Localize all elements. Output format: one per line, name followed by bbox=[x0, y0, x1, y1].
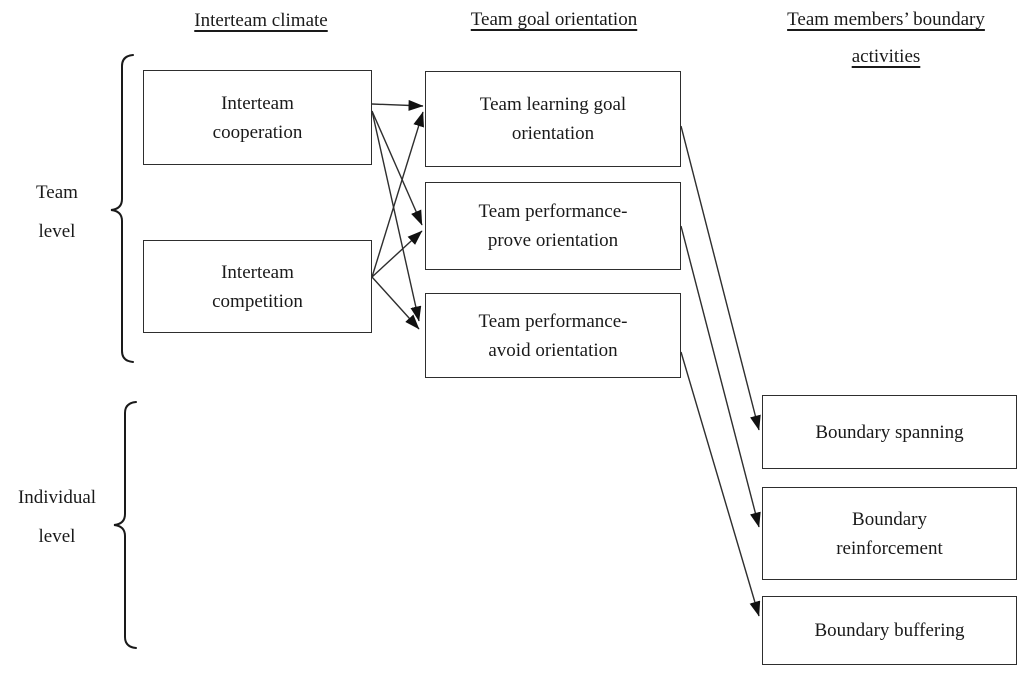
edge-interteam-cooperation-to-team-learning-goal-orientation bbox=[371, 99, 424, 111]
column-header-team-goal-orientation: Team goal orientation bbox=[470, 9, 638, 30]
edge-group bbox=[371, 99, 761, 617]
column-header-interteam-climate: Interteam climate bbox=[194, 10, 328, 31]
edge-interteam-competition-to-team-performance-avoid-orientation bbox=[371, 276, 420, 330]
team-level-brace-icon bbox=[110, 54, 134, 363]
edge-team-performance-avoid-orientation-to-boundary-buffering bbox=[680, 351, 761, 617]
individual-level-brace-icon bbox=[113, 401, 137, 649]
node-team-performance-avoid-orientation: Team performance- avoid orientation bbox=[425, 293, 681, 378]
node-boundary-reinforcement: Boundary reinforcement bbox=[762, 487, 1017, 580]
edge-interteam-competition-to-team-performance-prove-orientation bbox=[371, 230, 423, 278]
edge-interteam-cooperation-to-team-performance-prove-orientation bbox=[371, 110, 423, 226]
node-boundary-spanning: Boundary spanning bbox=[762, 395, 1017, 469]
node-team-performance-prove-orientation: Team performance- prove orientation bbox=[425, 182, 681, 270]
node-team-learning-goal-orientation: Team learning goal orientation bbox=[425, 71, 681, 167]
column-header-team-members-boundary-activities: Team members’ boundary activities bbox=[787, 9, 985, 67]
group-label-team-level: Team level bbox=[36, 182, 78, 242]
group-label-individual-level: Individual level bbox=[17, 487, 97, 547]
node-interteam-competition: Interteam competition bbox=[143, 240, 372, 333]
node-boundary-buffering: Boundary buffering bbox=[762, 596, 1017, 665]
edge-interteam-cooperation-to-team-performance-avoid-orientation bbox=[371, 110, 422, 322]
edge-team-learning-goal-orientation-to-boundary-spanning bbox=[680, 125, 761, 431]
edge-team-performance-prove-orientation-to-boundary-reinforcement bbox=[680, 225, 761, 528]
node-interteam-cooperation: Interteam cooperation bbox=[143, 70, 372, 165]
edge-interteam-competition-to-team-learning-goal-orientation bbox=[371, 111, 424, 278]
